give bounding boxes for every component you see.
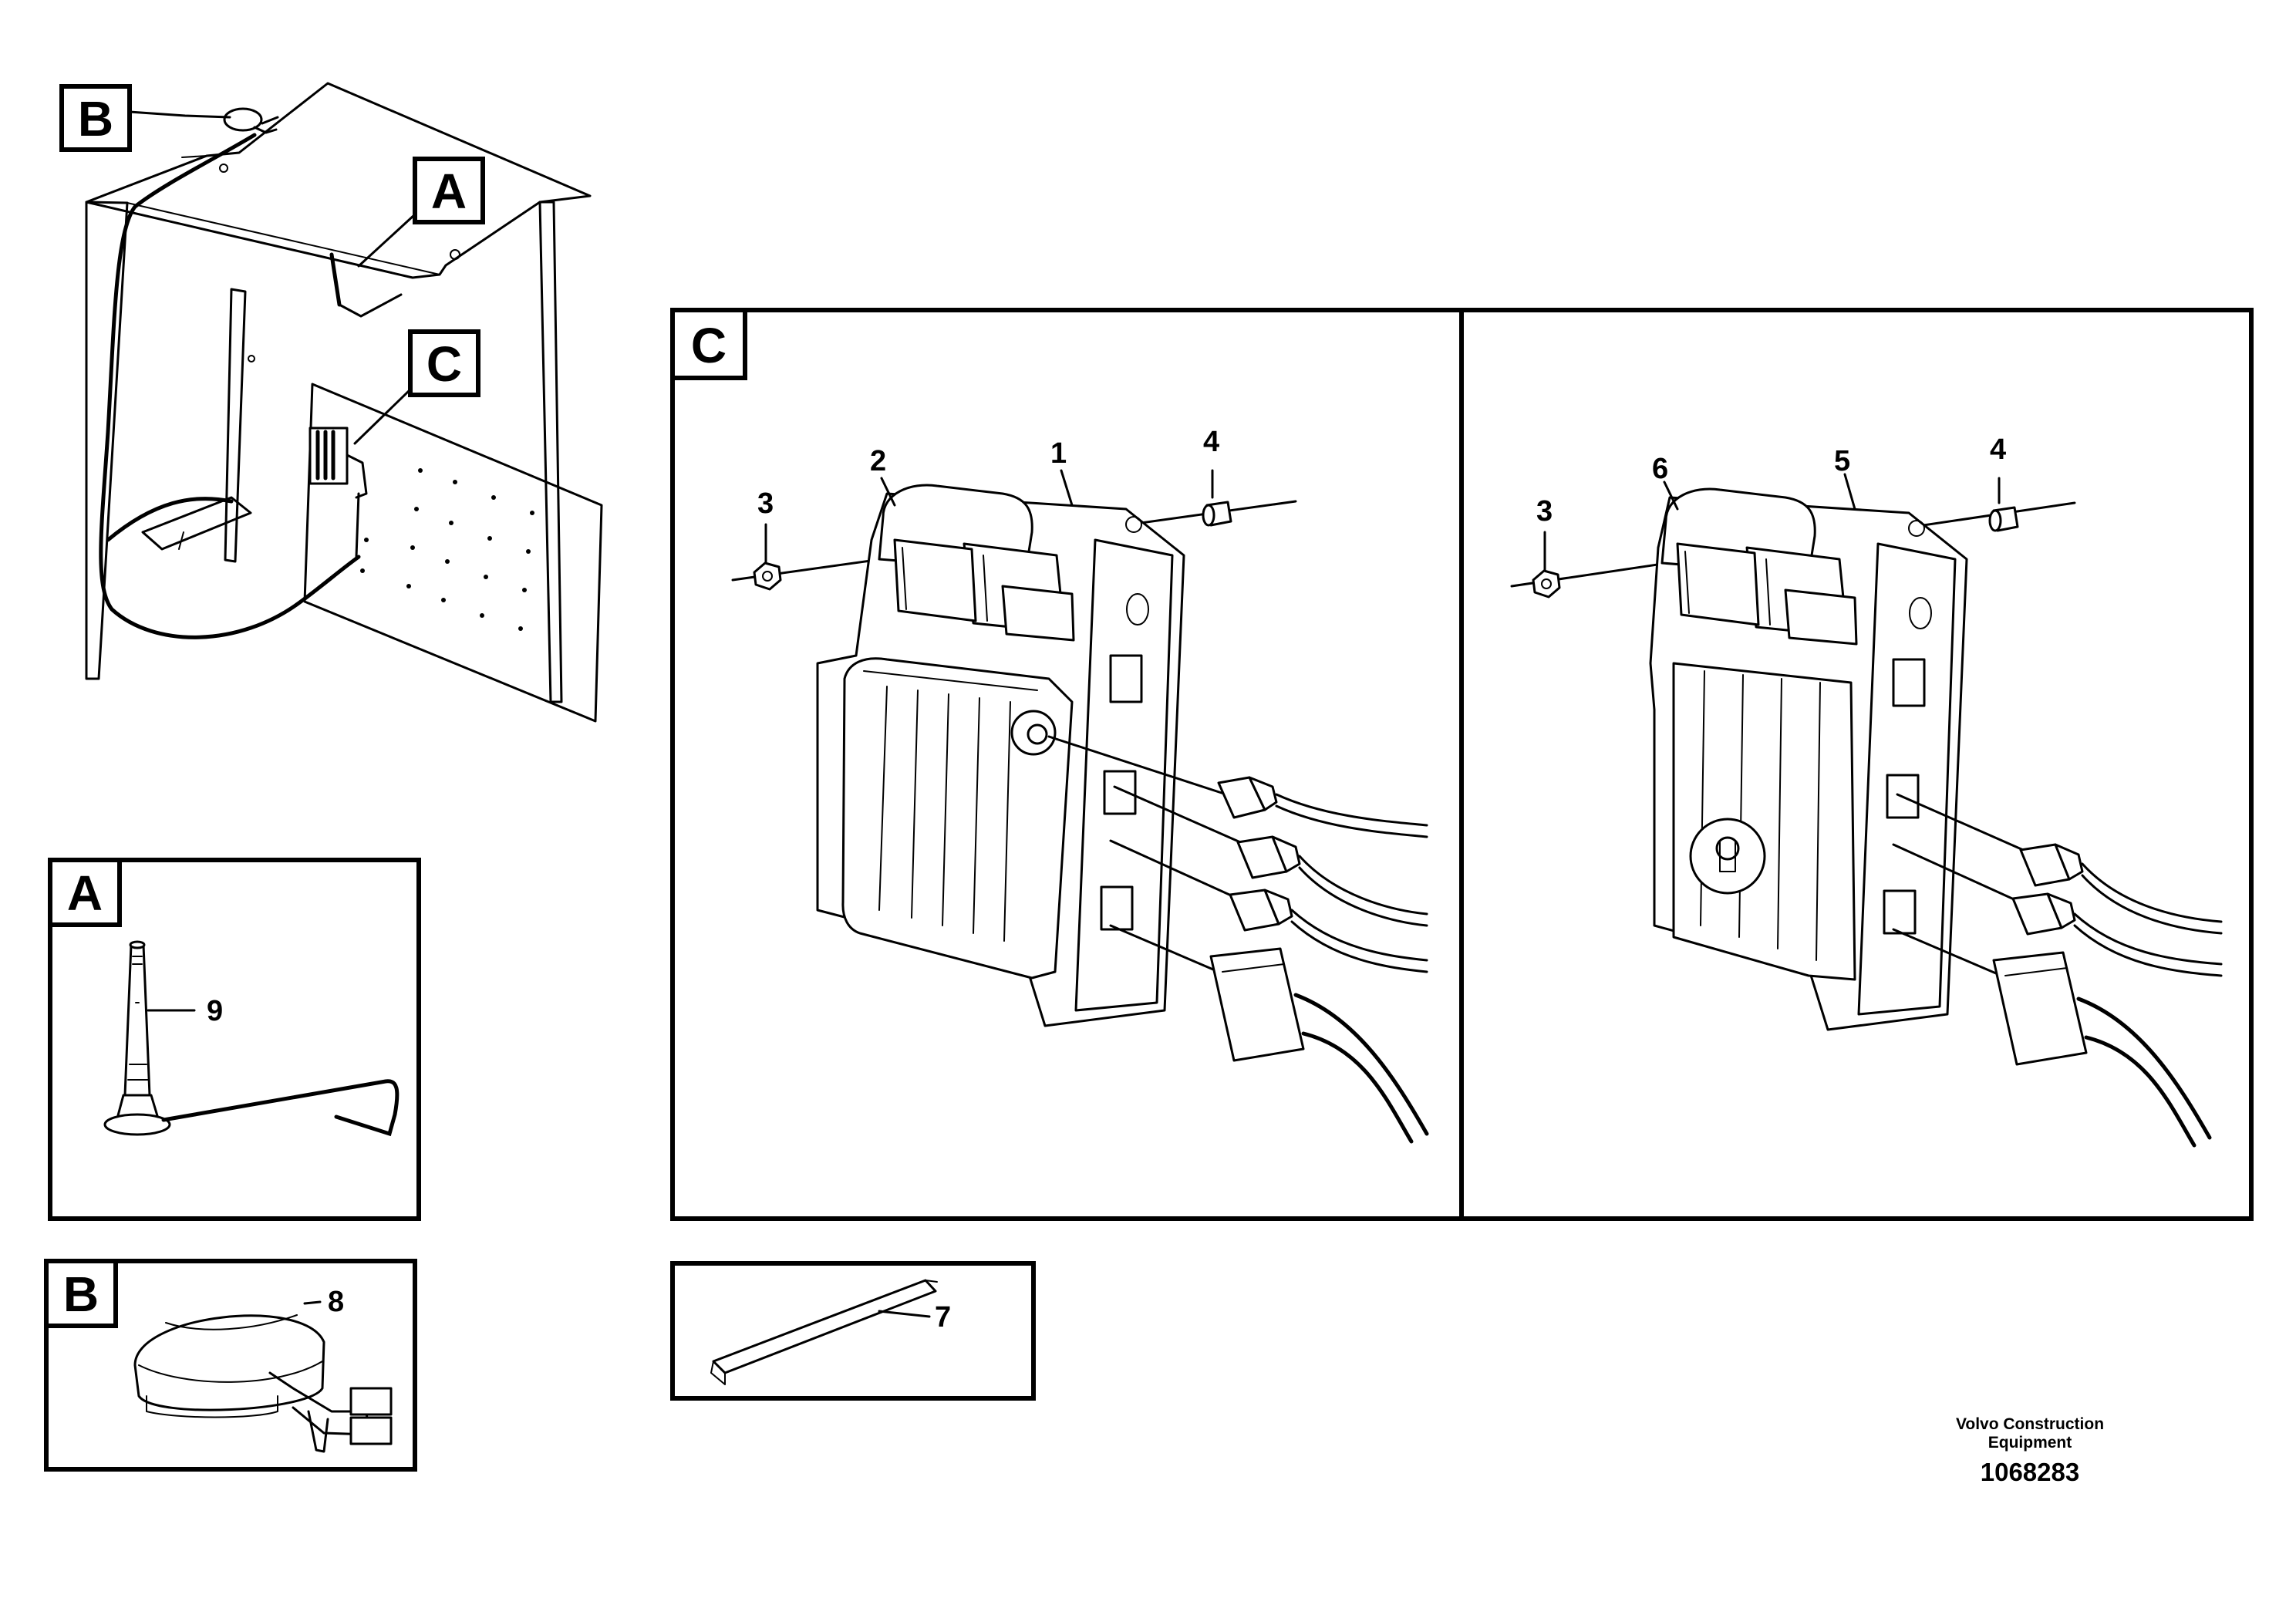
plug-right-large [1992,951,2088,1066]
item-number-4-left: 4 [1203,426,1219,458]
plug-right-2 [2011,892,2076,936]
callout-label-c: C [426,336,462,392]
item-number-4-right: 4 [1990,433,2006,466]
item-number-8: 8 [328,1286,344,1318]
drawing-number: 1068283 [1981,1458,2079,1486]
item-number-3-left: 3 [757,487,774,520]
plug-left-1 [1217,776,1278,819]
control-unit-left [731,469,1429,1144]
callout-label-b: B [78,91,113,147]
detail-b-label: B [63,1266,99,1322]
nut-right [1532,569,1561,599]
spacer-left [1202,501,1232,527]
detail-c-panel: C [670,308,2254,1221]
nut-left [753,561,782,591]
item-number-3-right: 3 [1536,495,1553,528]
maker-name-line1: Volvo Construction [1956,1415,2104,1433]
callout-box-a-overview: A [413,157,485,224]
maker-name-line2: Equipment [1988,1434,2072,1452]
item-number-7: 7 [935,1301,951,1334]
detail-c-label: C [691,318,727,373]
plug-right-1 [2019,843,2084,887]
spacer-right [1988,506,2019,532]
callout-box-b-overview: B [59,84,132,152]
callout-label-a: A [431,164,467,219]
item-number-1: 1 [1050,437,1067,470]
item-number-6: 6 [1652,453,1668,485]
item-number-9: 9 [207,995,223,1027]
plug-left-2 [1236,835,1301,879]
detail-item7-panel: 7 [670,1261,1036,1401]
callout-box-c-overview: C [408,329,480,397]
detail-b-panel: B 8 [44,1259,417,1472]
control-unit-right [1510,473,2223,1148]
detail-a-panel: A 9 [48,858,421,1221]
cab-overview [85,82,603,723]
plug-left-large [1209,947,1305,1062]
title-block: Volvo Construction Equipment 1068283 [1956,1415,2104,1486]
detail-a-label: A [67,865,103,921]
item-number-5: 5 [1834,445,1850,477]
item-number-2: 2 [870,445,886,477]
plug-left-3 [1229,889,1293,932]
